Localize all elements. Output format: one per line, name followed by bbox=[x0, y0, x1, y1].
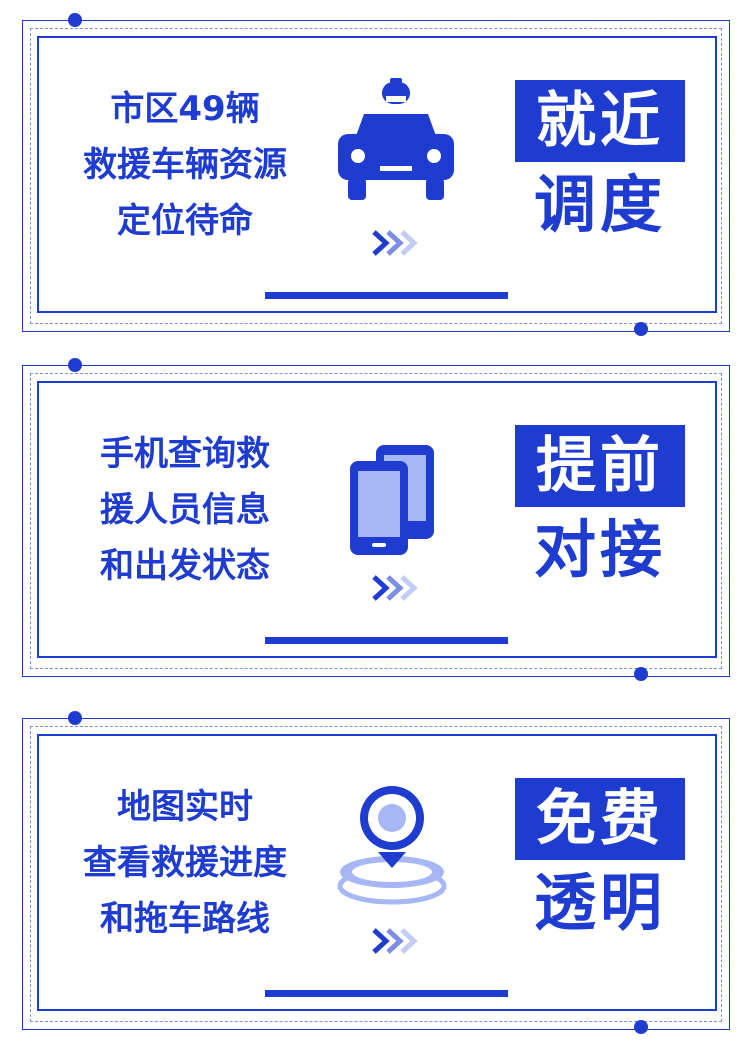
description-line: 手机查询救 bbox=[100, 434, 270, 474]
card-tag: 免费 透明 bbox=[515, 778, 685, 946]
taxi-icon bbox=[338, 78, 454, 200]
card-tag: 提前 对接 bbox=[515, 425, 685, 593]
corner-dot bbox=[68, 358, 82, 372]
phone-icon bbox=[350, 445, 434, 555]
tag-subtitle: 对接 bbox=[533, 513, 666, 586]
card-vehicle-dispatch: 市区49辆 救援车辆资源 定位待命 就近 调度 bbox=[0, 0, 750, 336]
card-outer-border bbox=[22, 365, 730, 677]
description-line: 市区49辆 bbox=[110, 89, 260, 129]
corner-dot bbox=[634, 667, 648, 681]
card-inner-border bbox=[37, 381, 717, 658]
tag-highlight: 免费 bbox=[515, 778, 685, 860]
card-advance-contact: 手机查询救 援人员信息 和出发状态 提前 对接 bbox=[0, 345, 750, 681]
card-underline bbox=[265, 990, 508, 997]
chevron-right-icon bbox=[372, 230, 418, 256]
tag-highlight: 提前 bbox=[515, 425, 685, 507]
card-transparent-pricing: 地图实时 查看救援进度 和拖车路线 免费 透明 bbox=[0, 698, 750, 1034]
location-pin-icon bbox=[337, 786, 447, 905]
tag-subtitle: 透明 bbox=[533, 866, 666, 939]
card-dashed-border bbox=[30, 28, 722, 324]
card-underline bbox=[265, 292, 508, 299]
card-description: 手机查询救 援人员信息 和出发状态 bbox=[50, 425, 320, 595]
card-outer-border bbox=[22, 718, 730, 1030]
chevron-right-icon bbox=[372, 575, 418, 601]
card-description: 地图实时 查看救援进度 和拖车路线 bbox=[50, 778, 320, 948]
description-line: 定位待命 bbox=[117, 201, 253, 241]
description-line: 和出发状态 bbox=[100, 546, 270, 586]
description-line: 援人员信息 bbox=[100, 490, 270, 530]
card-description: 市区49辆 救援车辆资源 定位待命 bbox=[50, 80, 320, 250]
corner-dot bbox=[68, 13, 82, 27]
description-line: 查看救援进度 bbox=[83, 843, 287, 883]
corner-dot bbox=[634, 1020, 648, 1034]
chevron-right-icon bbox=[372, 928, 418, 954]
card-tag: 就近 调度 bbox=[515, 80, 685, 248]
card-dashed-border bbox=[30, 373, 722, 669]
card-outer-border bbox=[22, 20, 730, 332]
card-inner-border bbox=[37, 36, 717, 313]
tag-subtitle: 调度 bbox=[533, 168, 666, 241]
card-dashed-border bbox=[30, 726, 722, 1022]
description-line: 地图实时 bbox=[117, 787, 253, 827]
tag-highlight: 就近 bbox=[515, 80, 685, 162]
card-underline bbox=[265, 637, 508, 644]
corner-dot bbox=[634, 322, 648, 336]
description-line: 救援车辆资源 bbox=[83, 145, 287, 185]
description-line: 和拖车路线 bbox=[100, 899, 270, 939]
card-inner-border bbox=[37, 734, 717, 1011]
corner-dot bbox=[68, 711, 82, 725]
